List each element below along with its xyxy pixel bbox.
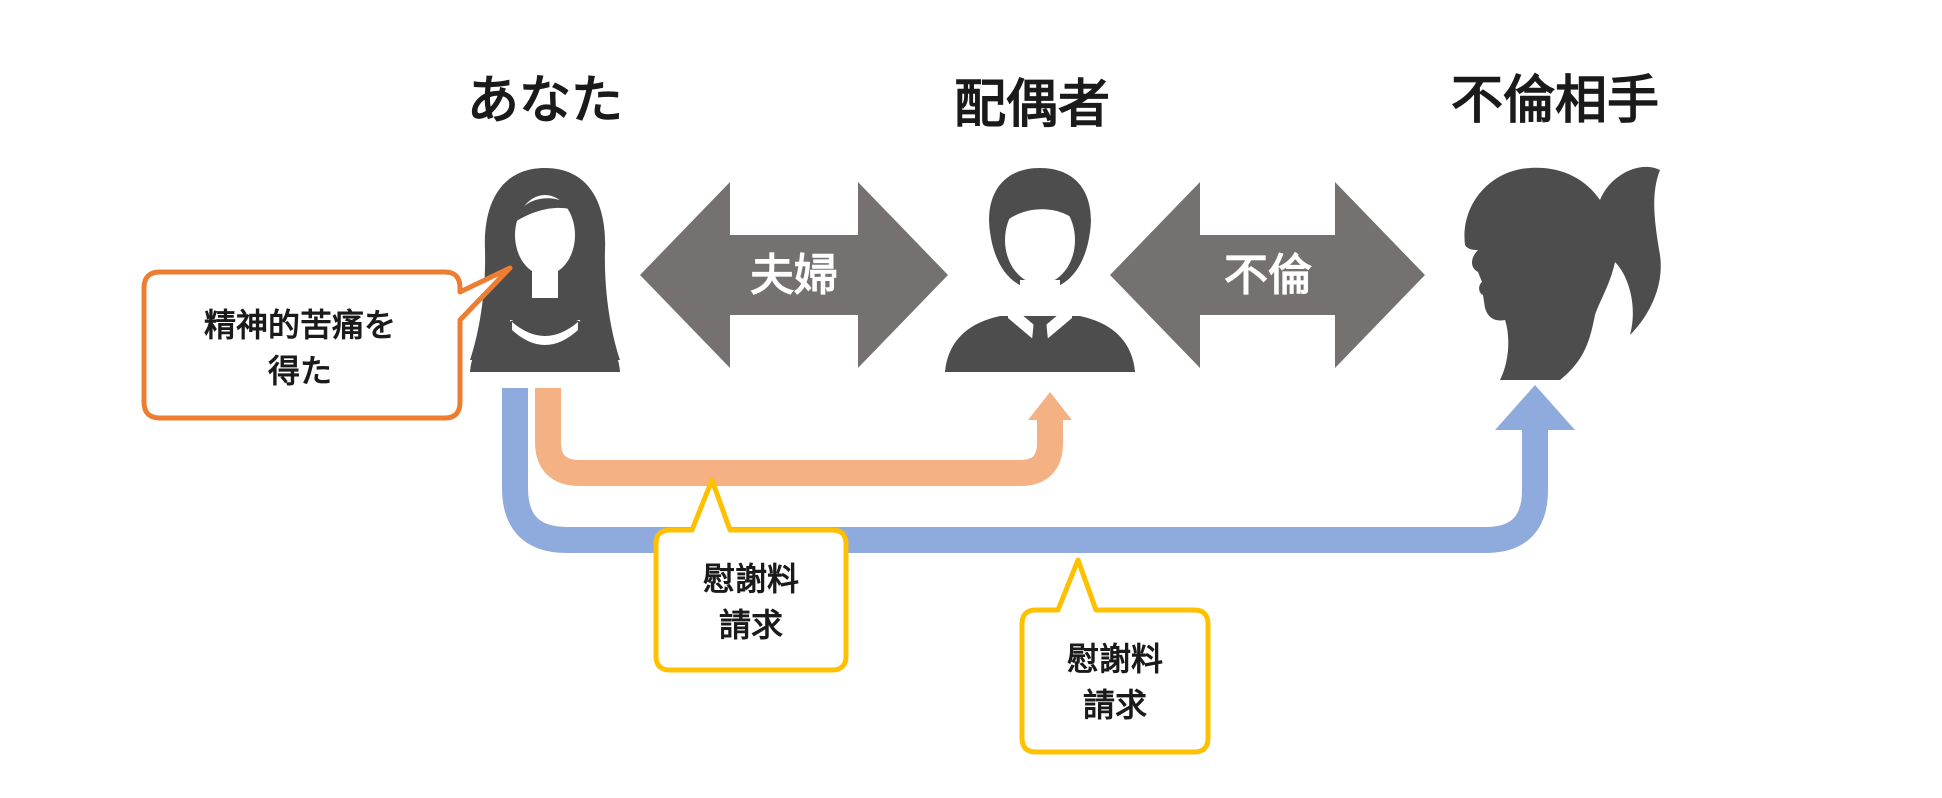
marriage-double-arrow: [640, 182, 948, 368]
claim-spouse-callout: 慰謝料 請求: [653, 477, 849, 673]
marriage-label: 夫婦: [750, 250, 838, 301]
claim-partner-line2: 請求: [1083, 686, 1147, 724]
claim-arrowhead-to-spouse: [1028, 392, 1072, 420]
affair-double-arrow: [1110, 182, 1425, 368]
distress-line2: 得た: [268, 352, 332, 390]
claim-spouse-line1: 慰謝料: [703, 560, 799, 598]
claim-arrow-to-affair-partner: [502, 388, 1548, 553]
woman-silhouette-icon: [1464, 166, 1661, 380]
title-spouse: 配偶者: [954, 75, 1110, 135]
man-person-icon: [945, 168, 1135, 372]
claim-spouse-line2: 請求: [719, 606, 783, 644]
woman-person-icon: [470, 168, 620, 372]
distress-callout: 精神的苦痛を 得た: [141, 265, 513, 421]
title-affair-partner: 不倫相手: [1451, 71, 1659, 131]
claim-partner-callout: 慰謝料 請求: [1019, 557, 1211, 755]
distress-line1: 精神的苦痛を: [204, 306, 396, 344]
claim-arrow-to-spouse: [535, 388, 1063, 486]
title-you: あなた: [467, 71, 623, 131]
claim-arrowhead-to-affair-partner: [1495, 385, 1575, 430]
claim-partner-line1: 慰謝料: [1067, 640, 1163, 678]
affair-label: 不倫: [1224, 250, 1313, 301]
